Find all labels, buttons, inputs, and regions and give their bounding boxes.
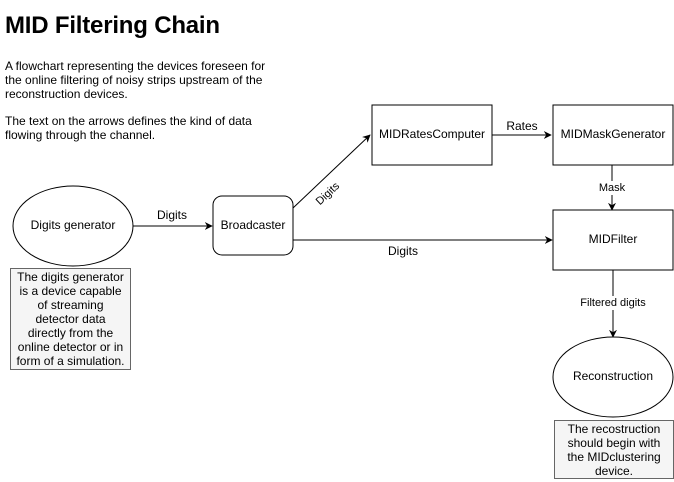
edge-label-filter-reconstruction: Filtered digits xyxy=(580,297,646,309)
page-title: MID Filtering Chain xyxy=(5,12,220,39)
edge-label-broadcaster-filter: Digits xyxy=(388,244,418,258)
edge-label-filter-reconstruction-bg xyxy=(576,296,650,310)
node-rates-computer-label: MIDRatesComputer xyxy=(379,127,485,141)
note-digits-generator: The digits generator is a device capable… xyxy=(10,268,131,370)
node-rates-computer xyxy=(371,104,493,166)
description-paragraph: The text on the arrows defines the kind … xyxy=(5,114,252,142)
node-filter-label: MIDFilter xyxy=(589,232,638,246)
note-reconstruction: The recostruction should begin with the … xyxy=(554,420,674,479)
edge-label-generator-broadcaster: Digits xyxy=(157,208,187,222)
node-reconstruction xyxy=(552,336,674,418)
edge-broadcaster-to-rates xyxy=(292,134,371,209)
node-broadcaster-label: Broadcaster xyxy=(221,218,286,232)
note-reconstruction-text: The recostruction should begin with the … xyxy=(567,421,661,478)
note-digits-generator-text: The digits generator is a device capable… xyxy=(16,270,125,368)
edge-label-mask-filter-bg xyxy=(595,181,629,195)
node-reconstruction-label: Reconstruction xyxy=(573,369,653,383)
node-broadcaster xyxy=(212,195,294,256)
node-mask-generator-label: MIDMaskGenerator xyxy=(561,127,666,141)
edge-label-rates-mask: Rates xyxy=(506,119,537,133)
edge-label-mask-filter: Mask xyxy=(599,182,626,194)
node-filter xyxy=(552,209,674,271)
description-paragraph: A flowchart representing the devices for… xyxy=(5,59,266,101)
node-digits-generator xyxy=(12,185,134,267)
node-digits-generator-label: Digits generator xyxy=(31,218,116,232)
node-mask-generator xyxy=(552,104,674,166)
